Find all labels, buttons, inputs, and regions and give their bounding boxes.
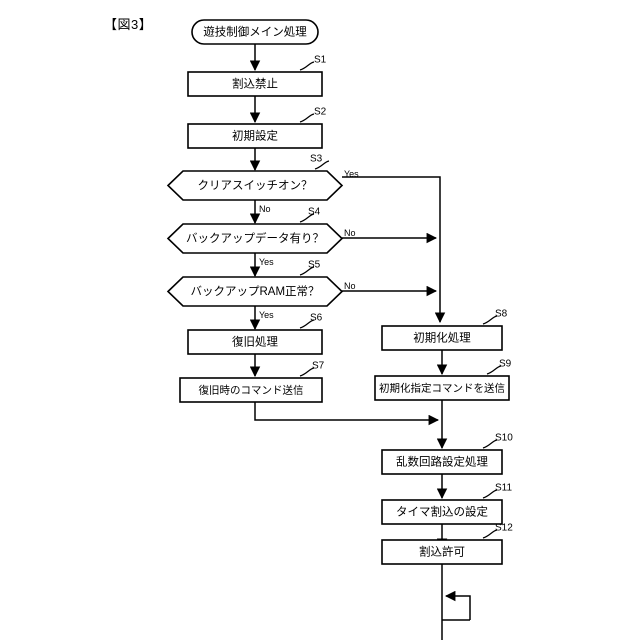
node-s4-label: バックアップデータ有り？ xyxy=(186,231,324,245)
leader-s5 xyxy=(299,266,315,276)
node-s3-label: クリアスイッチオン？ xyxy=(198,179,313,192)
edge-s3-yes-to-s8 xyxy=(342,176,446,324)
node-start-label: 遊技制御メイン処理 xyxy=(203,25,307,39)
leader-s9 xyxy=(486,365,502,375)
step-label-s3: S3 xyxy=(310,154,323,165)
step-label-s8: S8 xyxy=(495,309,508,320)
node-s1[interactable]: 割込禁止 xyxy=(187,71,323,97)
edge-label-s3-no: No xyxy=(259,204,271,214)
edge-s7-to-s10-merge xyxy=(254,402,440,426)
leader-s12 xyxy=(482,529,498,539)
figure-title: 【図3】 xyxy=(104,17,153,32)
step-label-s1: S1 xyxy=(314,55,327,66)
node-s12-label: 割込許可 xyxy=(419,545,465,559)
step-label-s11: S11 xyxy=(495,483,512,494)
leader-s11 xyxy=(482,489,498,499)
node-s3[interactable]: クリアスイッチオン？ xyxy=(166,170,344,201)
node-s2-label: 初期設定 xyxy=(232,129,278,143)
node-s4[interactable]: バックアップデータ有り？ xyxy=(166,223,344,254)
edge-loop-back xyxy=(444,590,471,620)
leader-s8 xyxy=(482,315,498,325)
leader-s2 xyxy=(299,113,315,123)
leader-s6 xyxy=(299,319,315,329)
edge-label-s4-yes: Yes xyxy=(259,257,274,267)
node-start[interactable]: 遊技制御メイン処理 xyxy=(191,19,319,45)
node-s7-label: 復旧時のコマンド送信 xyxy=(199,384,304,397)
step-label-s2: S2 xyxy=(314,107,327,118)
node-s6-label: 復旧処理 xyxy=(232,335,278,349)
node-s8[interactable]: 初期化処理 xyxy=(381,325,503,351)
node-s9-label: 初期化指定コマンドを送信 xyxy=(379,382,505,395)
node-s10[interactable]: 乱数回路設定処理 xyxy=(381,449,503,475)
node-s11[interactable]: タイマ割込の設定 xyxy=(381,499,503,525)
leader-s3 xyxy=(314,160,330,170)
leader-s10 xyxy=(482,439,498,449)
node-s2[interactable]: 初期設定 xyxy=(187,123,323,149)
node-s9[interactable]: 初期化指定コマンドを送信 xyxy=(374,375,510,401)
step-label-s12: S12 xyxy=(495,523,513,534)
node-s11-label: タイマ割込の設定 xyxy=(396,505,488,519)
node-s5[interactable]: バックアップRAM正常？ xyxy=(166,276,344,307)
node-s5-label: バックアップRAM正常？ xyxy=(190,285,319,298)
step-label-s5: S5 xyxy=(308,260,321,271)
edge-label-s3-yes: Yes xyxy=(344,169,359,179)
node-s6[interactable]: 復旧処理 xyxy=(187,329,323,355)
node-s1-label: 割込禁止 xyxy=(232,77,278,91)
edge-label-s5-no: No xyxy=(344,281,356,291)
step-label-s4: S4 xyxy=(308,207,321,218)
edge-label-s5-yes: Yes xyxy=(259,310,274,320)
step-label-s6: S6 xyxy=(310,313,323,324)
leader-s1 xyxy=(299,61,315,71)
node-s10-label: 乱数回路設定処理 xyxy=(396,455,488,469)
node-s7[interactable]: 復旧時のコマンド送信 xyxy=(179,377,323,403)
leader-s4 xyxy=(299,213,315,223)
node-s8-label: 初期化処理 xyxy=(413,331,471,345)
step-label-s10: S10 xyxy=(495,433,513,444)
step-label-s9: S9 xyxy=(499,359,512,370)
edge-label-s4-no: No xyxy=(344,228,356,238)
step-label-s7: S7 xyxy=(312,361,325,372)
node-s12[interactable]: 割込許可 xyxy=(381,539,503,565)
leader-s7 xyxy=(299,367,315,377)
